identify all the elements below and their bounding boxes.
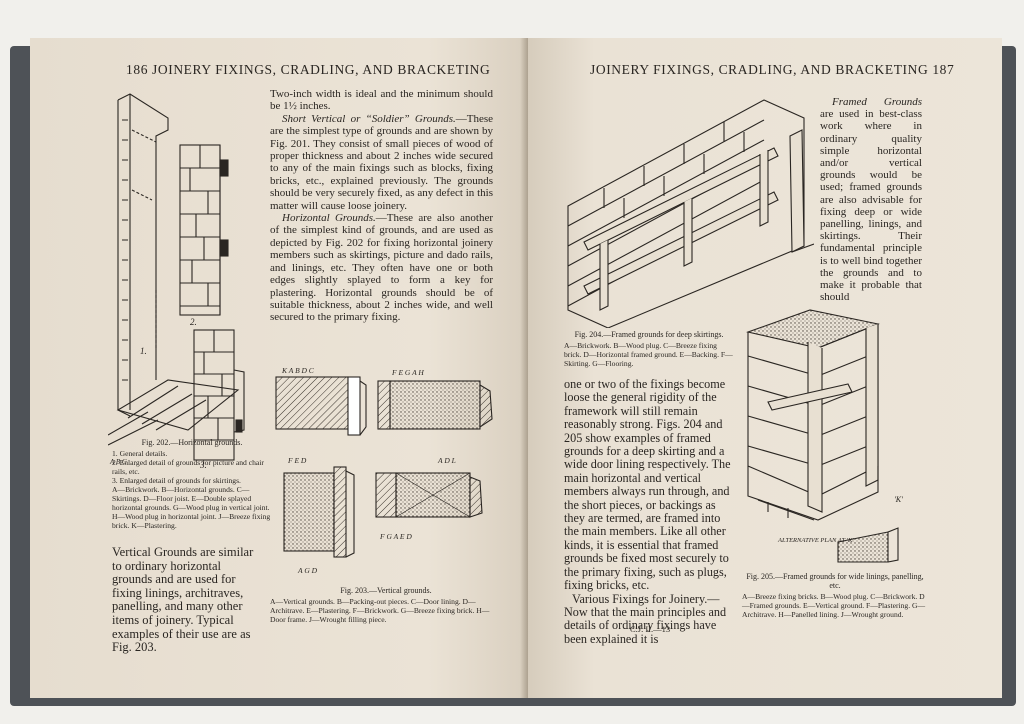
vertical-grounds-text: are similar to ordinary horizontal groun… bbox=[112, 545, 254, 655]
left-paragraph-3: Horizontal Grounds.—These are also anoth… bbox=[270, 212, 493, 324]
fig203-labels-side2: A D L bbox=[437, 456, 456, 465]
fig204-caption-text: A—Brickwork. B—Wood plug. C—Breeze fixin… bbox=[564, 341, 733, 368]
fig203-labels-side: F E D bbox=[287, 456, 307, 465]
fig203-caption-title: Fig. 203.—Vertical grounds. bbox=[340, 586, 432, 595]
horizontal-grounds-heading: Horizontal Grounds. bbox=[282, 212, 376, 225]
fig205-alternative-label: ALTERNATIVE PLAN AT 'K' bbox=[777, 537, 854, 544]
figure-204-svg bbox=[567, 99, 814, 328]
fig203-labels-top2: F E G A H bbox=[391, 368, 424, 377]
fig202-label-abc: A B C bbox=[109, 458, 127, 466]
fig202-label-3: 3. bbox=[199, 460, 207, 470]
fig202-label-1: 1. bbox=[140, 346, 147, 356]
fig202-caption-line-4: A—Brickwork. B—Horizontal grounds. C—Ski… bbox=[112, 485, 271, 530]
fig203-labels-bottom2: F G A E D bbox=[379, 532, 412, 541]
middle-paragraph-text: one or two of the fixings become loose t… bbox=[564, 377, 731, 593]
framed-grounds-body: are used in best-class work where in ord… bbox=[820, 108, 922, 304]
fig202-caption-line-2: 2. Enlarged detail of grounds for pictur… bbox=[112, 458, 264, 476]
vertical-grounds-heading: Vertical Grounds bbox=[112, 545, 198, 559]
vertical-grounds-paragraph: Vertical Grounds are similar to ordinary… bbox=[112, 545, 262, 655]
left-body-text: Two-inch width is ideal and the minimum … bbox=[270, 88, 493, 324]
left-paragraph-2: Short Vertical or “Soldier” Grounds.—The… bbox=[270, 113, 493, 212]
fig203-caption: Fig. 203.—Vertical grounds. A—Vertical g… bbox=[270, 586, 502, 624]
fig202-caption-line-1: 1. General details. bbox=[112, 449, 168, 458]
figure-205-svg: ALTERNATIVE PLAN AT 'K' 'K' bbox=[746, 309, 903, 563]
fig202-label-2: 2. bbox=[190, 317, 197, 327]
figure-203-svg: K A B D C F E G A H F E D A D L A G D F … bbox=[275, 366, 493, 575]
short-vertical-text: —These are the simplest type of grounds … bbox=[270, 112, 493, 212]
middle-paragraph: one or two of the fixings become loose t… bbox=[564, 377, 732, 646]
figure-202-svg: 2. 1. 3. A B C bbox=[108, 93, 245, 470]
right-page: JOINERY FIXINGS, CRADLING, AND BRACKETIN… bbox=[528, 38, 1002, 698]
framed-grounds-heading: Framed Grounds bbox=[832, 96, 922, 108]
framed-grounds-text: Framed Grounds are used in best-class wo… bbox=[820, 96, 922, 303]
various-fixings-heading: Various Fixings for Joinery. bbox=[572, 591, 708, 606]
figure-202-drawing: 2. 1. 3. A B C bbox=[108, 90, 288, 470]
fig203-caption-text: A—Vertical grounds. B—Packing-out pieces… bbox=[270, 597, 490, 624]
fig205-caption-text: A—Breeze fixing bricks. B—Wood plug. C—B… bbox=[742, 592, 926, 619]
left-paragraph-1: Two-inch width is ideal and the minimum … bbox=[270, 88, 493, 113]
horizontal-grounds-text: —These are also another of the simplest … bbox=[270, 212, 493, 324]
left-page: 186 JOINERY FIXINGS, CRADLING, AND BRACK… bbox=[30, 38, 528, 698]
various-fixings-text: —Now that the main principles and detail… bbox=[564, 591, 727, 646]
fig203-labels-top: K A B D C bbox=[281, 366, 315, 375]
right-running-header: JOINERY FIXINGS, CRADLING, AND BRACKETIN… bbox=[590, 62, 955, 77]
fig202-caption-title: Fig. 202.—Horizontal grounds. bbox=[141, 438, 243, 447]
left-running-header: 186 JOINERY FIXINGS, CRADLING, AND BRACK… bbox=[126, 62, 491, 77]
fig203-labels-bottom: A G D bbox=[297, 566, 318, 575]
fig202-caption: Fig. 202.—Horizontal grounds. 1. General… bbox=[112, 438, 272, 530]
figure-204-drawing bbox=[564, 96, 814, 328]
fig205-k-label: 'K' bbox=[894, 495, 903, 504]
fig204-caption: Fig. 204.—Framed grounds for deep skirti… bbox=[564, 330, 734, 368]
figure-205-drawing: ALTERNATIVE PLAN AT 'K' 'K' bbox=[738, 306, 922, 570]
signature-mark: C.J. II.—13 bbox=[630, 624, 671, 634]
fig205-caption-title: Fig. 205.—Framed grounds for wide lining… bbox=[746, 572, 924, 590]
fig204-caption-title: Fig. 204.—Framed grounds for deep skirti… bbox=[574, 330, 724, 339]
short-vertical-heading: Short Vertical or “Soldier” Grounds. bbox=[282, 112, 456, 125]
fig205-caption: Fig. 205.—Framed grounds for wide lining… bbox=[742, 572, 928, 619]
fig202-caption-line-3: 3. Enlarged detail of grounds for skirti… bbox=[112, 476, 241, 485]
figure-203-drawing: K A B D C F E G A H F E D A D L A G D F … bbox=[268, 363, 500, 588]
